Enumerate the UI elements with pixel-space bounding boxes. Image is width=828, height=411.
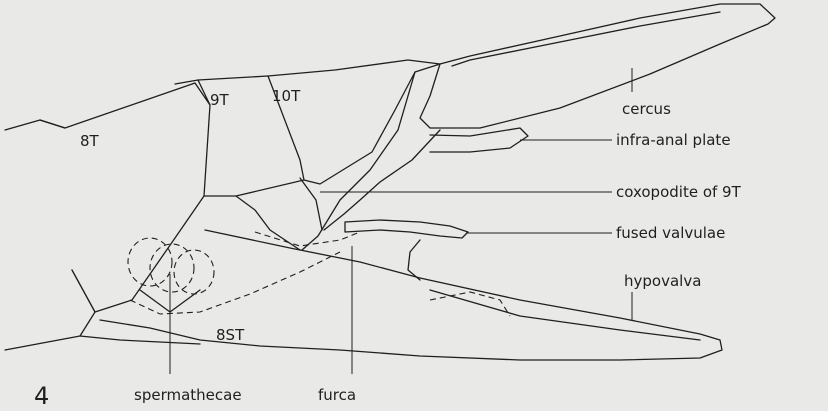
coxopodite-lobe [236, 196, 300, 250]
sternite-7-edge [5, 270, 95, 350]
hypovalva-inner [430, 290, 700, 340]
abdomen-outline [5, 4, 775, 360]
tergite-8-outline [40, 83, 210, 312]
internal-structures [128, 232, 510, 316]
infra-anal-plate-outline [430, 128, 528, 152]
hypovalva-notch [408, 240, 420, 280]
coxopodite-ridge [300, 178, 322, 230]
label-8st: 8ST [216, 326, 245, 344]
callout-fused-valvulae: fused valvulae [616, 224, 725, 242]
cercus-inner [452, 12, 720, 66]
callout-cercus: cercus [622, 100, 671, 118]
label-9t: 9T [210, 91, 230, 109]
callout-infra-anal-plate: infra-anal plate [616, 131, 731, 149]
label-8t: 8T [80, 132, 100, 150]
callout-furca: furca [318, 386, 356, 404]
fused-valvulae-outline [345, 220, 468, 238]
tergite-10-outline [268, 60, 440, 184]
sternite-8-lower [80, 336, 200, 344]
labels: 8T 9T 10T 8ST cercus infra-anal plate co… [34, 87, 742, 410]
callout-spermathecae: spermathecae [134, 386, 242, 404]
figure-number: 4 [34, 382, 49, 410]
label-10t: 10T [272, 87, 301, 105]
coxopodite-rear-edge [324, 130, 440, 230]
callout-coxopodite: coxopodite of 9T [616, 183, 742, 201]
cercus-outline [420, 4, 775, 128]
callout-hypovalva: hypovalva [624, 272, 701, 290]
